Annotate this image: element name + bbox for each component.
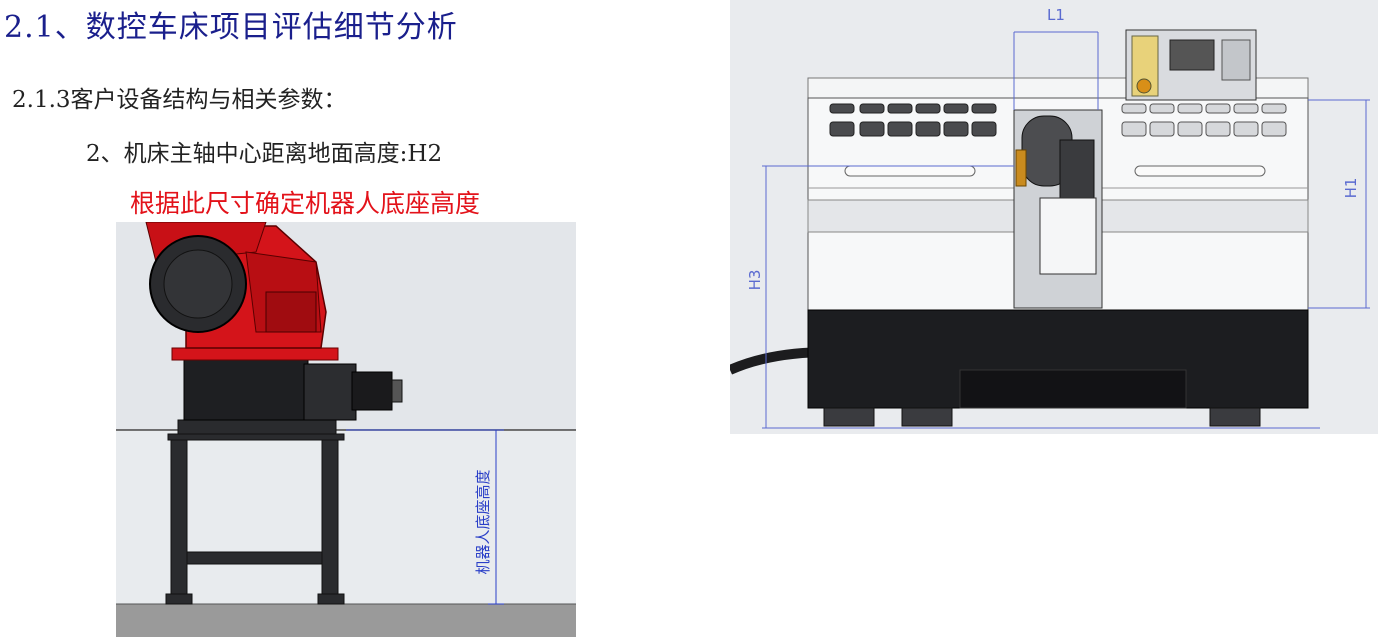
section-heading: 2.1.3客户设备结构与相关参数： <box>12 87 347 113</box>
control-panel <box>1125 29 1257 101</box>
slide-title: 2.1、数控车床项目评估细节分析 <box>4 10 458 45</box>
lathe-figure: L1 H1 H3 <box>727 0 1378 434</box>
robot-base-figure: 机器人底座高度 <box>116 221 576 637</box>
spindle-height-item: 2、机床主轴中心距离地面高度:H2 <box>86 141 443 167</box>
robot-stand <box>165 419 345 605</box>
robot-base-note: 根据此尺寸确定机器人底座高度 <box>130 189 481 218</box>
dim-label-h1: H1 <box>1342 178 1360 199</box>
dim-label-h3: H3 <box>746 270 764 291</box>
lathe-drawing: L1 H1 H3 <box>727 0 1378 434</box>
dim-label-l1: L1 <box>1047 6 1065 24</box>
base-height-label: 机器人底座高度 <box>474 469 492 574</box>
base-height-dimension <box>346 429 504 605</box>
dimension-lines <box>762 31 1370 429</box>
robot-base-drawing: 机器人底座高度 <box>116 221 576 637</box>
robot-arm <box>145 221 327 349</box>
floor <box>116 604 576 637</box>
